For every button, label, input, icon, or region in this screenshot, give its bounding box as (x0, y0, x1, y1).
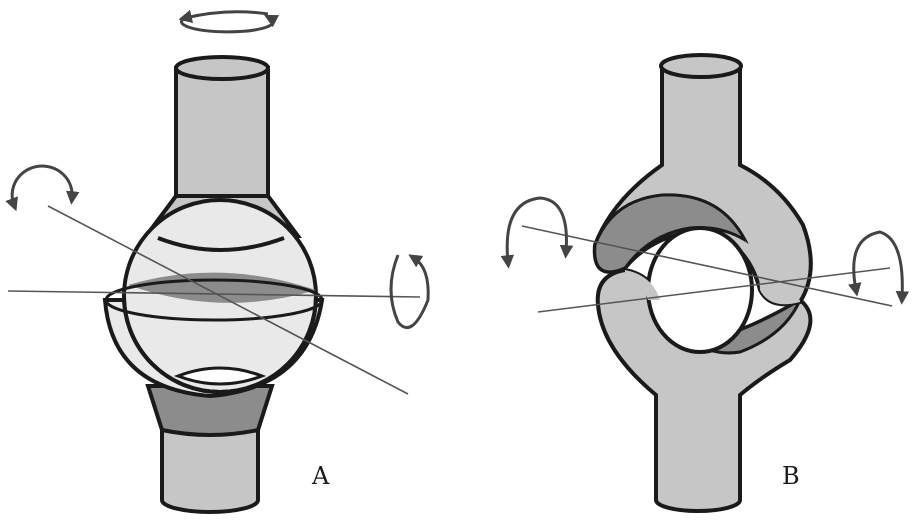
right-flexion-arrow (848, 230, 910, 305)
lower-shaft (160, 423, 260, 514)
lower-arm-overlap (625, 270, 660, 300)
top-rotation-arrow (178, 9, 280, 34)
central-opening (646, 226, 754, 354)
ball-bottom-opening (173, 366, 267, 386)
lower-neck (145, 384, 275, 437)
left-rotation-arrow (5, 164, 80, 212)
ball-and-socket-joint: A (5, 9, 430, 514)
horizontal-axis-line (7, 290, 421, 298)
socket-rim (104, 278, 324, 322)
ball-cap (157, 236, 285, 252)
figure-b-label: B (782, 462, 800, 490)
ball-front-contour (122, 295, 318, 394)
upper-tube-opening (659, 53, 743, 79)
upper-shaft (174, 66, 270, 202)
figure-a-label: A (311, 462, 330, 490)
vertical-axis-line (47, 205, 409, 395)
second-axis-line (537, 267, 891, 313)
interlocking-joint: B (500, 53, 910, 513)
first-axis-line (521, 225, 893, 307)
upper-shaft-opening (174, 55, 270, 81)
upper-ring-dark-band (593, 193, 749, 274)
left-flexion-arrow (500, 196, 574, 269)
right-rotation-arrow (389, 254, 430, 329)
